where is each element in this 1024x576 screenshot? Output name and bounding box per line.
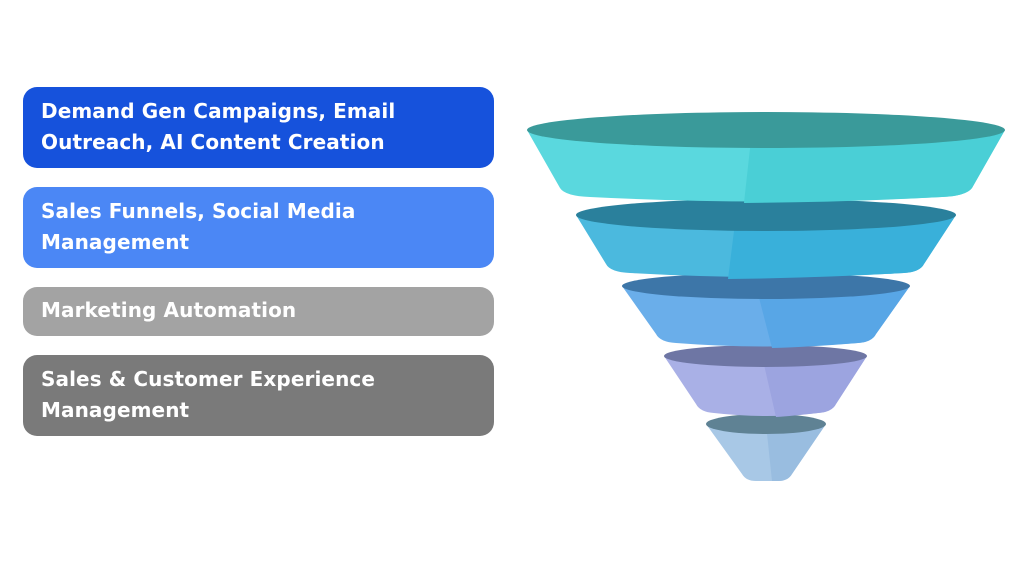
label-stage-2-text: Sales Funnels, Social Media Management [41,199,356,254]
label-stage-2: Sales Funnels, Social Media Management [23,187,494,268]
funnel-layer-4 [664,345,867,417]
label-stage-1: Demand Gen Campaigns, Email Outreach, AI… [23,87,494,168]
label-stage-3: Marketing Automation [23,287,494,336]
label-stage-4-text: Sales & Customer Experience Management [41,367,376,422]
label-stage-1-text: Demand Gen Campaigns, Email Outreach, AI… [41,99,396,154]
funnel-layer-3 [622,273,910,348]
funnel-layer-2 [576,199,956,279]
funnel-layer-1 [527,112,1005,203]
label-stage-4: Sales & Customer Experience Management [23,355,494,436]
funnel-layer-5 [706,414,826,481]
label-stage-3-text: Marketing Automation [41,298,297,322]
